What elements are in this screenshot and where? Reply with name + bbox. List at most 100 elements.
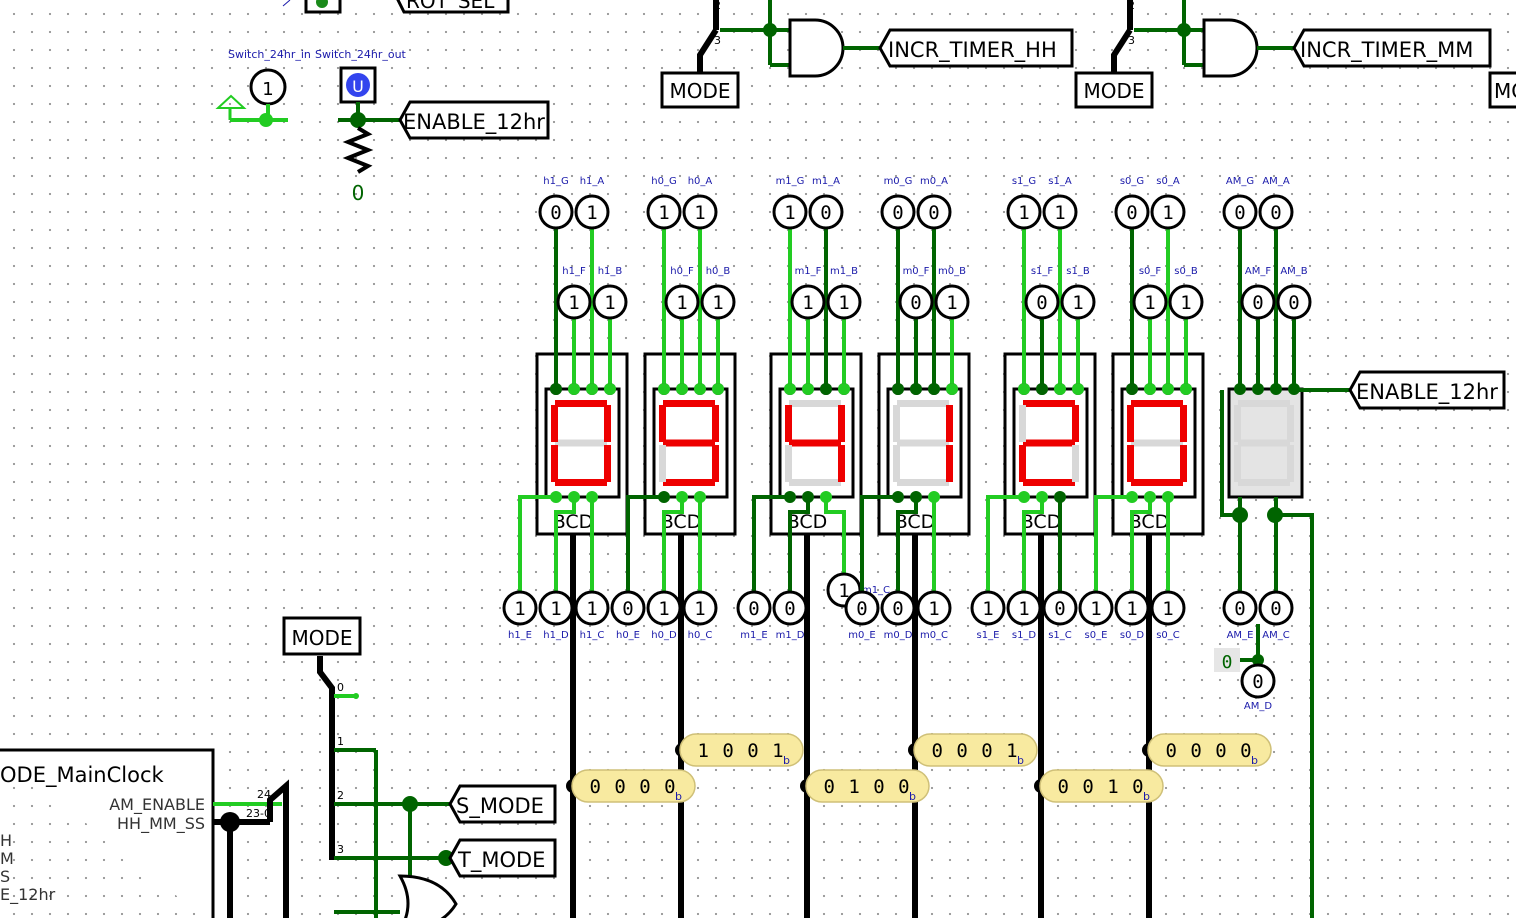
s0-g-pin[interactable] [1114, 194, 1150, 230]
probe-s0[interactable]: 0 0 0 0b [1142, 733, 1272, 767]
m1-a-pin[interactable] [808, 194, 844, 230]
switch-24hr[interactable]: Switch_24hr_in Switch_24hr_out 1 U 0 [215, 48, 407, 205]
h0-d-pin[interactable] [646, 590, 682, 626]
m1-b-pin[interactable] [826, 284, 862, 320]
s1-segment-f [1019, 405, 1026, 442]
incr-timer-mm-label: INCR_TIMER_MM [1300, 38, 1473, 63]
s0-d-pin[interactable] [1114, 590, 1150, 626]
s1-c-pin[interactable] [1042, 590, 1078, 626]
m1-b-label: m1_B [830, 266, 858, 277]
m1-g-pin[interactable] [772, 194, 808, 230]
h0-f-pin[interactable] [664, 284, 700, 320]
s1-e-pin[interactable] [970, 590, 1006, 626]
mode-tunnel-mm[interactable] [1074, 71, 1154, 109]
s1-g-label: s1_G [1012, 176, 1036, 187]
am-e-pin[interactable] [1222, 590, 1258, 626]
h0-segment-f [659, 405, 666, 442]
probe-m0[interactable]: 0 0 0 1b [908, 733, 1038, 767]
am-c-pin[interactable] [1258, 590, 1294, 626]
incr-mm-section: 2 3 INCR_TIMER_MM MODE MO [1074, 0, 1516, 109]
m0-b-pin[interactable] [934, 284, 970, 320]
or-gate[interactable] [397, 874, 458, 918]
h1-segment-e [551, 445, 558, 482]
s1-f-pin[interactable] [1024, 284, 1060, 320]
am-d-pin[interactable] [1240, 663, 1276, 699]
h0-e-pin[interactable] [610, 590, 646, 626]
m1-segment-c [838, 445, 845, 482]
s0-a-pin[interactable] [1150, 194, 1186, 230]
incr-timer-hh-tunnel[interactable] [878, 28, 1074, 68]
s1-f-value: 0 [1036, 292, 1047, 314]
h1-b-label: h1_B [598, 266, 623, 277]
s1-b-pin[interactable] [1060, 284, 1096, 320]
m0-g-pin[interactable] [880, 194, 916, 230]
h1-e-pin[interactable] [502, 590, 538, 626]
s0-f-pin[interactable] [1132, 284, 1168, 320]
h1-d-pin[interactable] [538, 590, 574, 626]
rot-sel-tunnel[interactable]: ROT_SEL [406, 0, 495, 13]
m0-e-pin[interactable] [844, 590, 880, 626]
h1-b-pin[interactable] [592, 284, 628, 320]
probe-m1[interactable]: 0 1 0 0b [800, 769, 930, 803]
h1-a-label: h1_A [580, 176, 605, 187]
h1-g-pin[interactable] [538, 194, 574, 230]
m0-d-value: 0 [892, 598, 903, 620]
h1-f-pin[interactable] [556, 284, 592, 320]
ground-icon [215, 94, 247, 109]
m1-e-pin[interactable] [736, 590, 772, 626]
am-b-pin[interactable] [1276, 284, 1312, 320]
h0-b-pin[interactable] [700, 284, 736, 320]
s0-segment-g [1131, 439, 1183, 447]
h1-a-pin[interactable] [574, 194, 610, 230]
m0-c-pin[interactable] [916, 590, 952, 626]
s1-d-pin[interactable] [1006, 590, 1042, 626]
h1-segment-a [555, 400, 607, 407]
m1-segment-g [789, 439, 841, 447]
mode-tunnel-bottom[interactable] [282, 616, 362, 656]
enable-12hr-tunnel-right[interactable]: ENABLE_12hr [1294, 370, 1506, 410]
m1-g-value: 1 [784, 202, 795, 224]
h0-g-value: 1 [658, 202, 669, 224]
s1-g-pin[interactable] [1006, 194, 1042, 230]
incr-timer-mm-tunnel[interactable] [1292, 28, 1492, 68]
am-f-pin[interactable] [1240, 284, 1276, 320]
h0-g-pin[interactable] [646, 194, 682, 230]
am-g-pin[interactable] [1222, 194, 1258, 230]
s1-c-label: s1_C [1048, 630, 1072, 641]
pull-value: 0 [352, 181, 365, 205]
s0-c-pin[interactable] [1150, 590, 1186, 626]
probe-h1[interactable]: 0 0 0 0b [566, 769, 696, 803]
mode-tunnel-hh[interactable] [660, 71, 740, 109]
h1-c-pin[interactable] [574, 590, 610, 626]
and-gate-mm[interactable] [1202, 18, 1259, 78]
s0-b-pin[interactable] [1168, 284, 1204, 320]
h0-c-pin[interactable] [682, 590, 718, 626]
m0-c-value: 1 [928, 598, 939, 620]
h0-a-pin[interactable] [682, 194, 718, 230]
m1-f-pin[interactable] [790, 284, 826, 320]
s1-b-value: 1 [1072, 292, 1083, 314]
s0-e-pin[interactable] [1078, 590, 1114, 626]
s0-c-value: 1 [1162, 598, 1173, 620]
probe-h0[interactable]: 1 0 0 1b [675, 733, 804, 767]
t-mode-tunnel[interactable]: T_MODE [448, 838, 557, 878]
am-a-pin[interactable] [1258, 194, 1294, 230]
probe-s1[interactable]: 0 0 1 0b [1034, 769, 1164, 803]
am-a-label: AM_A [1262, 176, 1289, 187]
am-c-label: AM_C [1262, 630, 1289, 641]
m1-d-pin[interactable] [772, 590, 808, 626]
and-gate-hh[interactable] [788, 18, 845, 78]
s-mode-tunnel[interactable]: S_MODE [448, 784, 557, 824]
am-g-value: 0 [1234, 202, 1245, 224]
s1-a-pin[interactable] [1042, 194, 1078, 230]
s0-segment-e [1127, 445, 1134, 482]
m0-a-value: 0 [928, 202, 939, 224]
main-clock-subcircuit[interactable]: ODE_MainClock AM_ENABLE HH_MM_SS H M S E… [0, 748, 289, 918]
m0-a-pin[interactable] [916, 194, 952, 230]
m0-d-pin[interactable] [880, 590, 916, 626]
enable-12hr-tunnel-top[interactable]: ENABLE_12hr [398, 100, 550, 140]
h0-d-label: h0_D [651, 630, 677, 641]
m0-f-pin[interactable] [898, 284, 934, 320]
mode-label-partial: MO [1494, 79, 1516, 103]
